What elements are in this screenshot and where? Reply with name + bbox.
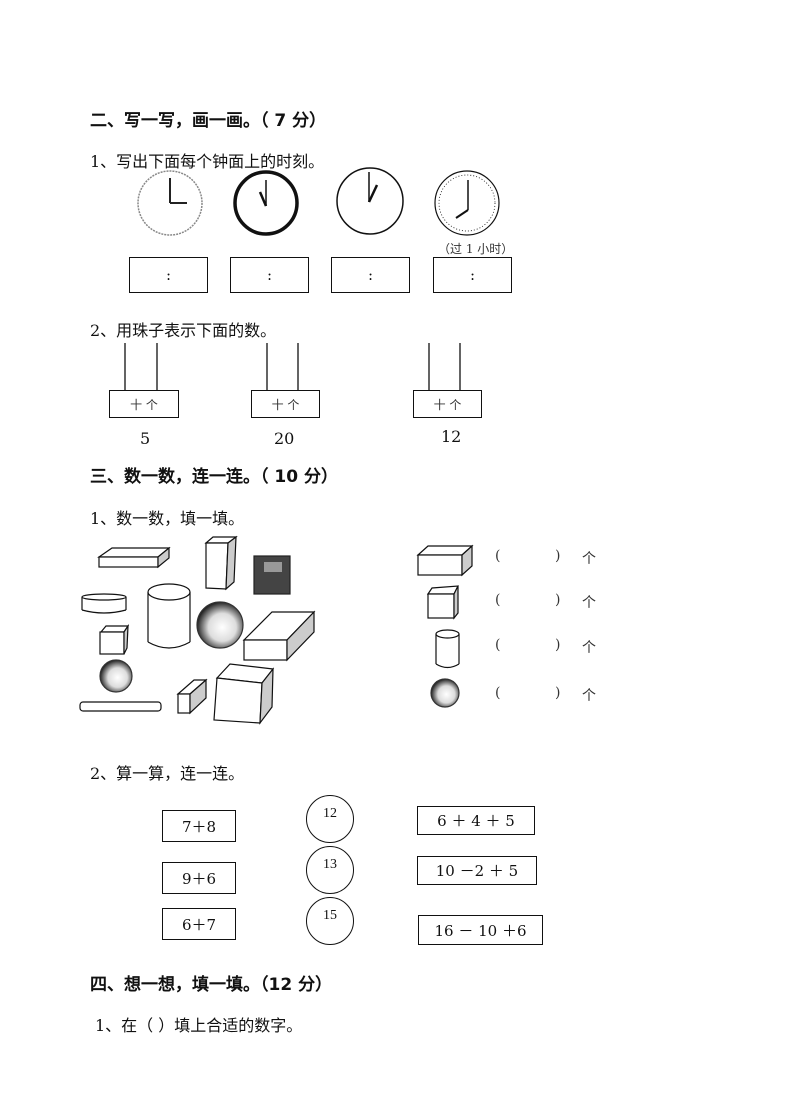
count-legend-shapes <box>416 544 474 708</box>
sphere-large <box>196 601 244 649</box>
rod-cylinder <box>79 701 162 712</box>
unit-label: 个 <box>582 551 596 567</box>
right-expression-1[interactable]: 6 ＋ 4 ＋ 5 <box>417 806 535 835</box>
clock-8-oclock <box>434 170 500 236</box>
answer-box-2[interactable]: : <box>230 257 309 293</box>
flat-cuboid <box>97 546 171 569</box>
section-3-heading: 三、数一数，连一连。（ 10 分） <box>90 467 338 487</box>
right-expression-3[interactable]: 16 － 10 ＋6 <box>418 915 543 945</box>
left-expression-1[interactable]: 7＋8 <box>162 810 236 842</box>
left-expression-2[interactable]: 9＋6 <box>162 862 236 894</box>
question-abacus: 2、用珠子表示下面的数。 <box>90 321 277 340</box>
left-expression-3[interactable]: 6＋7 <box>162 908 236 940</box>
answer-circle-13[interactable]: 13 <box>306 846 354 894</box>
answer-box-1[interactable]: : <box>129 257 208 293</box>
answer-circle-12[interactable]: 12 <box>306 795 354 843</box>
unit-label: 个 <box>582 640 596 656</box>
small-cube <box>99 623 130 655</box>
close-paren: ) <box>555 592 561 608</box>
abacus-base-2: 十 个 <box>251 390 320 418</box>
abacus-number-2: 20 <box>274 429 295 448</box>
abacus-number-1: 5 <box>140 429 151 448</box>
close-paren: ) <box>555 548 561 564</box>
abacus-rods <box>124 343 461 390</box>
open-paren: ( <box>495 548 501 564</box>
open-paren: ( <box>495 592 501 608</box>
flat-cuboid-large <box>242 610 316 662</box>
question-clock-times: 1、写出下面每个钟面上的时刻。 <box>90 152 325 171</box>
dark-cube <box>253 555 291 595</box>
abacus-base-1: 十 个 <box>109 390 179 418</box>
clock-3-oclock <box>137 170 203 236</box>
legend-cylinder <box>435 629 460 669</box>
legend-cuboid <box>416 544 474 577</box>
section-4-heading: 四、想一想，填一填。（12 分） <box>90 975 333 995</box>
open-paren: ( <box>495 685 501 701</box>
answer-box-3[interactable]: : <box>331 257 410 293</box>
close-paren: ) <box>555 685 561 701</box>
question-match: 2、算一算，连一连。 <box>90 764 245 783</box>
sphere-small <box>99 659 133 693</box>
flat-cylinder <box>81 593 127 614</box>
tall-cuboid <box>204 535 238 591</box>
right-expression-2[interactable]: 10 －2 ＋ 5 <box>417 856 537 885</box>
legend-sphere <box>430 678 460 708</box>
unit-label: 个 <box>582 595 596 611</box>
abacus-base-3: 十 个 <box>413 390 482 418</box>
open-paren: ( <box>495 637 501 653</box>
unit-label: 个 <box>582 688 596 704</box>
small-cuboid <box>176 678 208 715</box>
clock-note: （过 1 小时） <box>438 242 514 256</box>
cylinder <box>147 583 191 649</box>
shapes-collection <box>79 535 316 725</box>
clock-1-oclock <box>336 167 404 235</box>
close-paren: ) <box>555 637 561 653</box>
answer-box-4[interactable]: : <box>433 257 512 293</box>
abacus-number-3: 12 <box>441 427 462 446</box>
legend-cube <box>426 585 460 620</box>
big-cube <box>213 663 275 725</box>
answer-circle-15[interactable]: 15 <box>306 897 354 945</box>
section-2-heading: 二、写一写，画一画。（ 7 分） <box>90 111 327 131</box>
question-fill-numbers: 1、在（ ）填上合适的数字。 <box>95 1016 303 1035</box>
clock-11-oclock <box>233 170 299 236</box>
question-count: 1、数一数，填一填。 <box>90 509 245 528</box>
